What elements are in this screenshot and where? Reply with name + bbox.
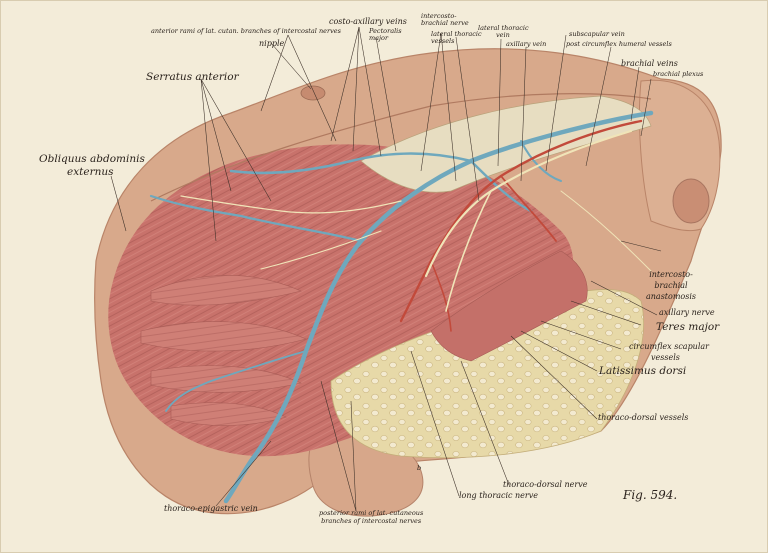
latissimus-band (430, 250, 588, 362)
label-lateral-thoracic-vessels-1: lateral thoracic (431, 30, 482, 38)
nerve-network (180, 129, 652, 312)
figure-caption: Fig. 594. (623, 488, 678, 502)
serratus-digitation (150, 274, 302, 306)
label-circumflex-scapular-vessels: circumflex scapular vessels (629, 341, 709, 363)
label-lateral-thoracic-vein-1: lateral thoracic (478, 24, 529, 32)
label-obliquus-2: externus (67, 166, 114, 178)
label-post-circumflex: post circumflex humeral vessels (566, 40, 672, 48)
label-intercosto-brachial-nerve-1: intercosto- (421, 12, 457, 20)
vein-network (149, 110, 654, 504)
label-posterior-rami-1: posterior rami of lat. cutaneous (319, 509, 424, 517)
pectoral-edge (150, 93, 652, 202)
label-intercosto-brachial-anastomosis: intercosto- brachial anastomosis (646, 269, 696, 302)
label-pectoralis-major-1: Pectoralis (369, 27, 402, 35)
artery-network (399, 119, 643, 332)
label-circumflex-scapular-2: vessels (651, 353, 680, 362)
label-intercosto-brachial-nerve-2: brachial nerve (421, 19, 469, 27)
label-anast-3: anastomosis (646, 292, 696, 301)
label-lateral-thoracic-vessels: lateral thoracic vessels (431, 31, 482, 45)
label-long-thoracic-nerve: long thoracic nerve (459, 491, 538, 500)
label-costo-axillary-veins: costo-axillary veins (329, 17, 407, 26)
label-brachial-veins: brachial veins (621, 59, 678, 68)
leader-lines (110, 26, 662, 512)
label-teres-major: Teres major (656, 321, 720, 333)
label-anast-2: brachial (654, 281, 688, 290)
label-posterior-rami-2: branches of intercostal nerves (321, 517, 422, 525)
label-circumflex-scapular-1: circumflex scapular (629, 342, 709, 351)
label-brachial-plexus: brachial plexus (653, 70, 704, 78)
label-intercosto-brachial-nerve: intercosto- brachial nerve (421, 13, 469, 27)
label-axillary-nerve: axillary nerve (659, 308, 715, 317)
label-latissimus-dorsi: Latissimus dorsi (599, 365, 687, 377)
label-nipple: nipple (259, 39, 285, 48)
label-thoraco-epigastric-vein: thoraco-epigastric vein (164, 504, 258, 513)
label-pectoralis-major: Pectoralis major (369, 28, 402, 42)
nipple-mark (300, 85, 326, 101)
label-b-mark: b (417, 464, 422, 472)
label-posterior-rami: posterior rami of lat. cutaneous branche… (319, 509, 423, 525)
label-anterior-rami: anterior rami of lat. cutan. branches of… (151, 27, 341, 35)
arm-section (672, 178, 710, 224)
label-thoraco-dorsal-nerve: thoraco-dorsal nerve (503, 480, 588, 489)
label-lateral-thoracic-vessels-2: vessels (431, 37, 455, 45)
label-serratus-anterior: Serratus anterior (146, 71, 239, 83)
label-lateral-thoracic-vein-2: vein (496, 31, 510, 39)
label-lateral-thoracic-vein: lateral thoracic vein (478, 25, 529, 39)
label-anast-1: intercosto- (649, 270, 693, 279)
label-thoraco-dorsal-vessels: thoraco-dorsal vessels (598, 413, 689, 422)
label-pectoralis-major-2: major (369, 34, 389, 42)
label-axillary-vein: axillary vein (506, 40, 547, 48)
label-subscapular-vein: subscapular vein (569, 30, 625, 38)
serratus-digitation (170, 402, 287, 426)
axillary-band (360, 95, 652, 193)
label-obliquus-1: Obliquus abdominis (39, 153, 145, 165)
serratus-digitation (140, 321, 307, 352)
label-obliquus-abdominis: Obliquus abdominis externus (39, 153, 145, 179)
